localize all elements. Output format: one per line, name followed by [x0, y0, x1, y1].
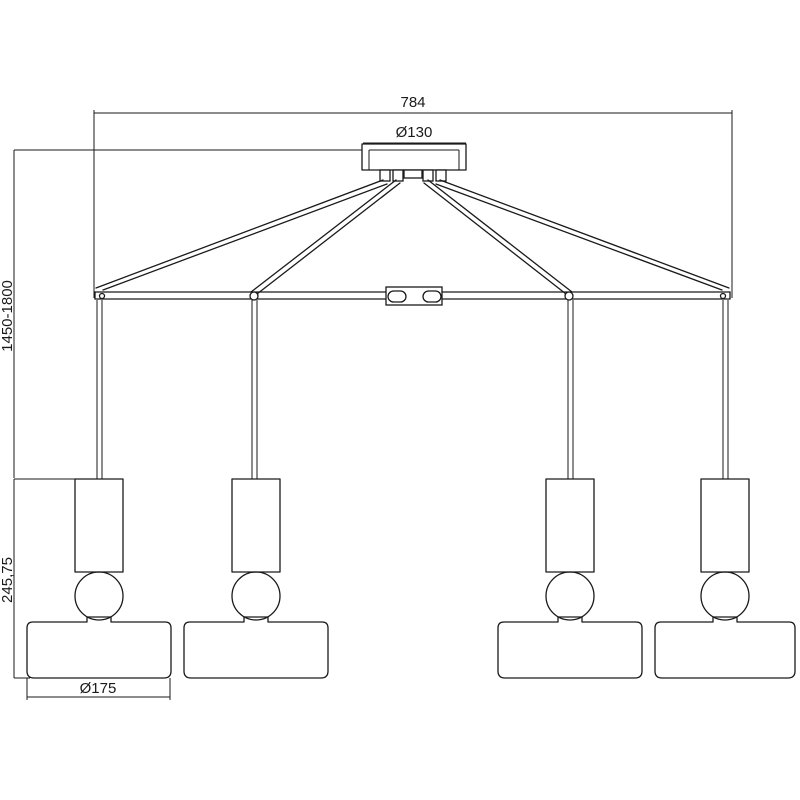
ceiling-canopy: [361, 143, 467, 182]
dim-total-width-label: 784: [400, 94, 425, 111]
dimension-shade-diameter: Ø175: [26, 678, 171, 700]
suspension-cables: [95, 179, 730, 295]
dim-height-range-label: 1450-1800: [0, 280, 16, 352]
dim-shade-diameter-label: Ø175: [80, 680, 117, 697]
pendant-lamp-1: [26, 478, 172, 679]
horizontal-rail: [94, 286, 731, 306]
dimension-canopy-diameter: Ø130: [363, 124, 466, 144]
dimension-height-range: 1450-1800: [0, 149, 362, 478]
pendant-cords: [96, 300, 729, 479]
pendant-lamp-2: [183, 478, 329, 679]
pendant-lamp-4: [654, 478, 796, 679]
dimension-total-width: 784: [93, 94, 733, 298]
dim-canopy-diameter-label: Ø130: [396, 124, 433, 141]
dim-pendant-height-label: 245,75: [0, 557, 16, 603]
pendant-lamp-3: [497, 478, 643, 679]
